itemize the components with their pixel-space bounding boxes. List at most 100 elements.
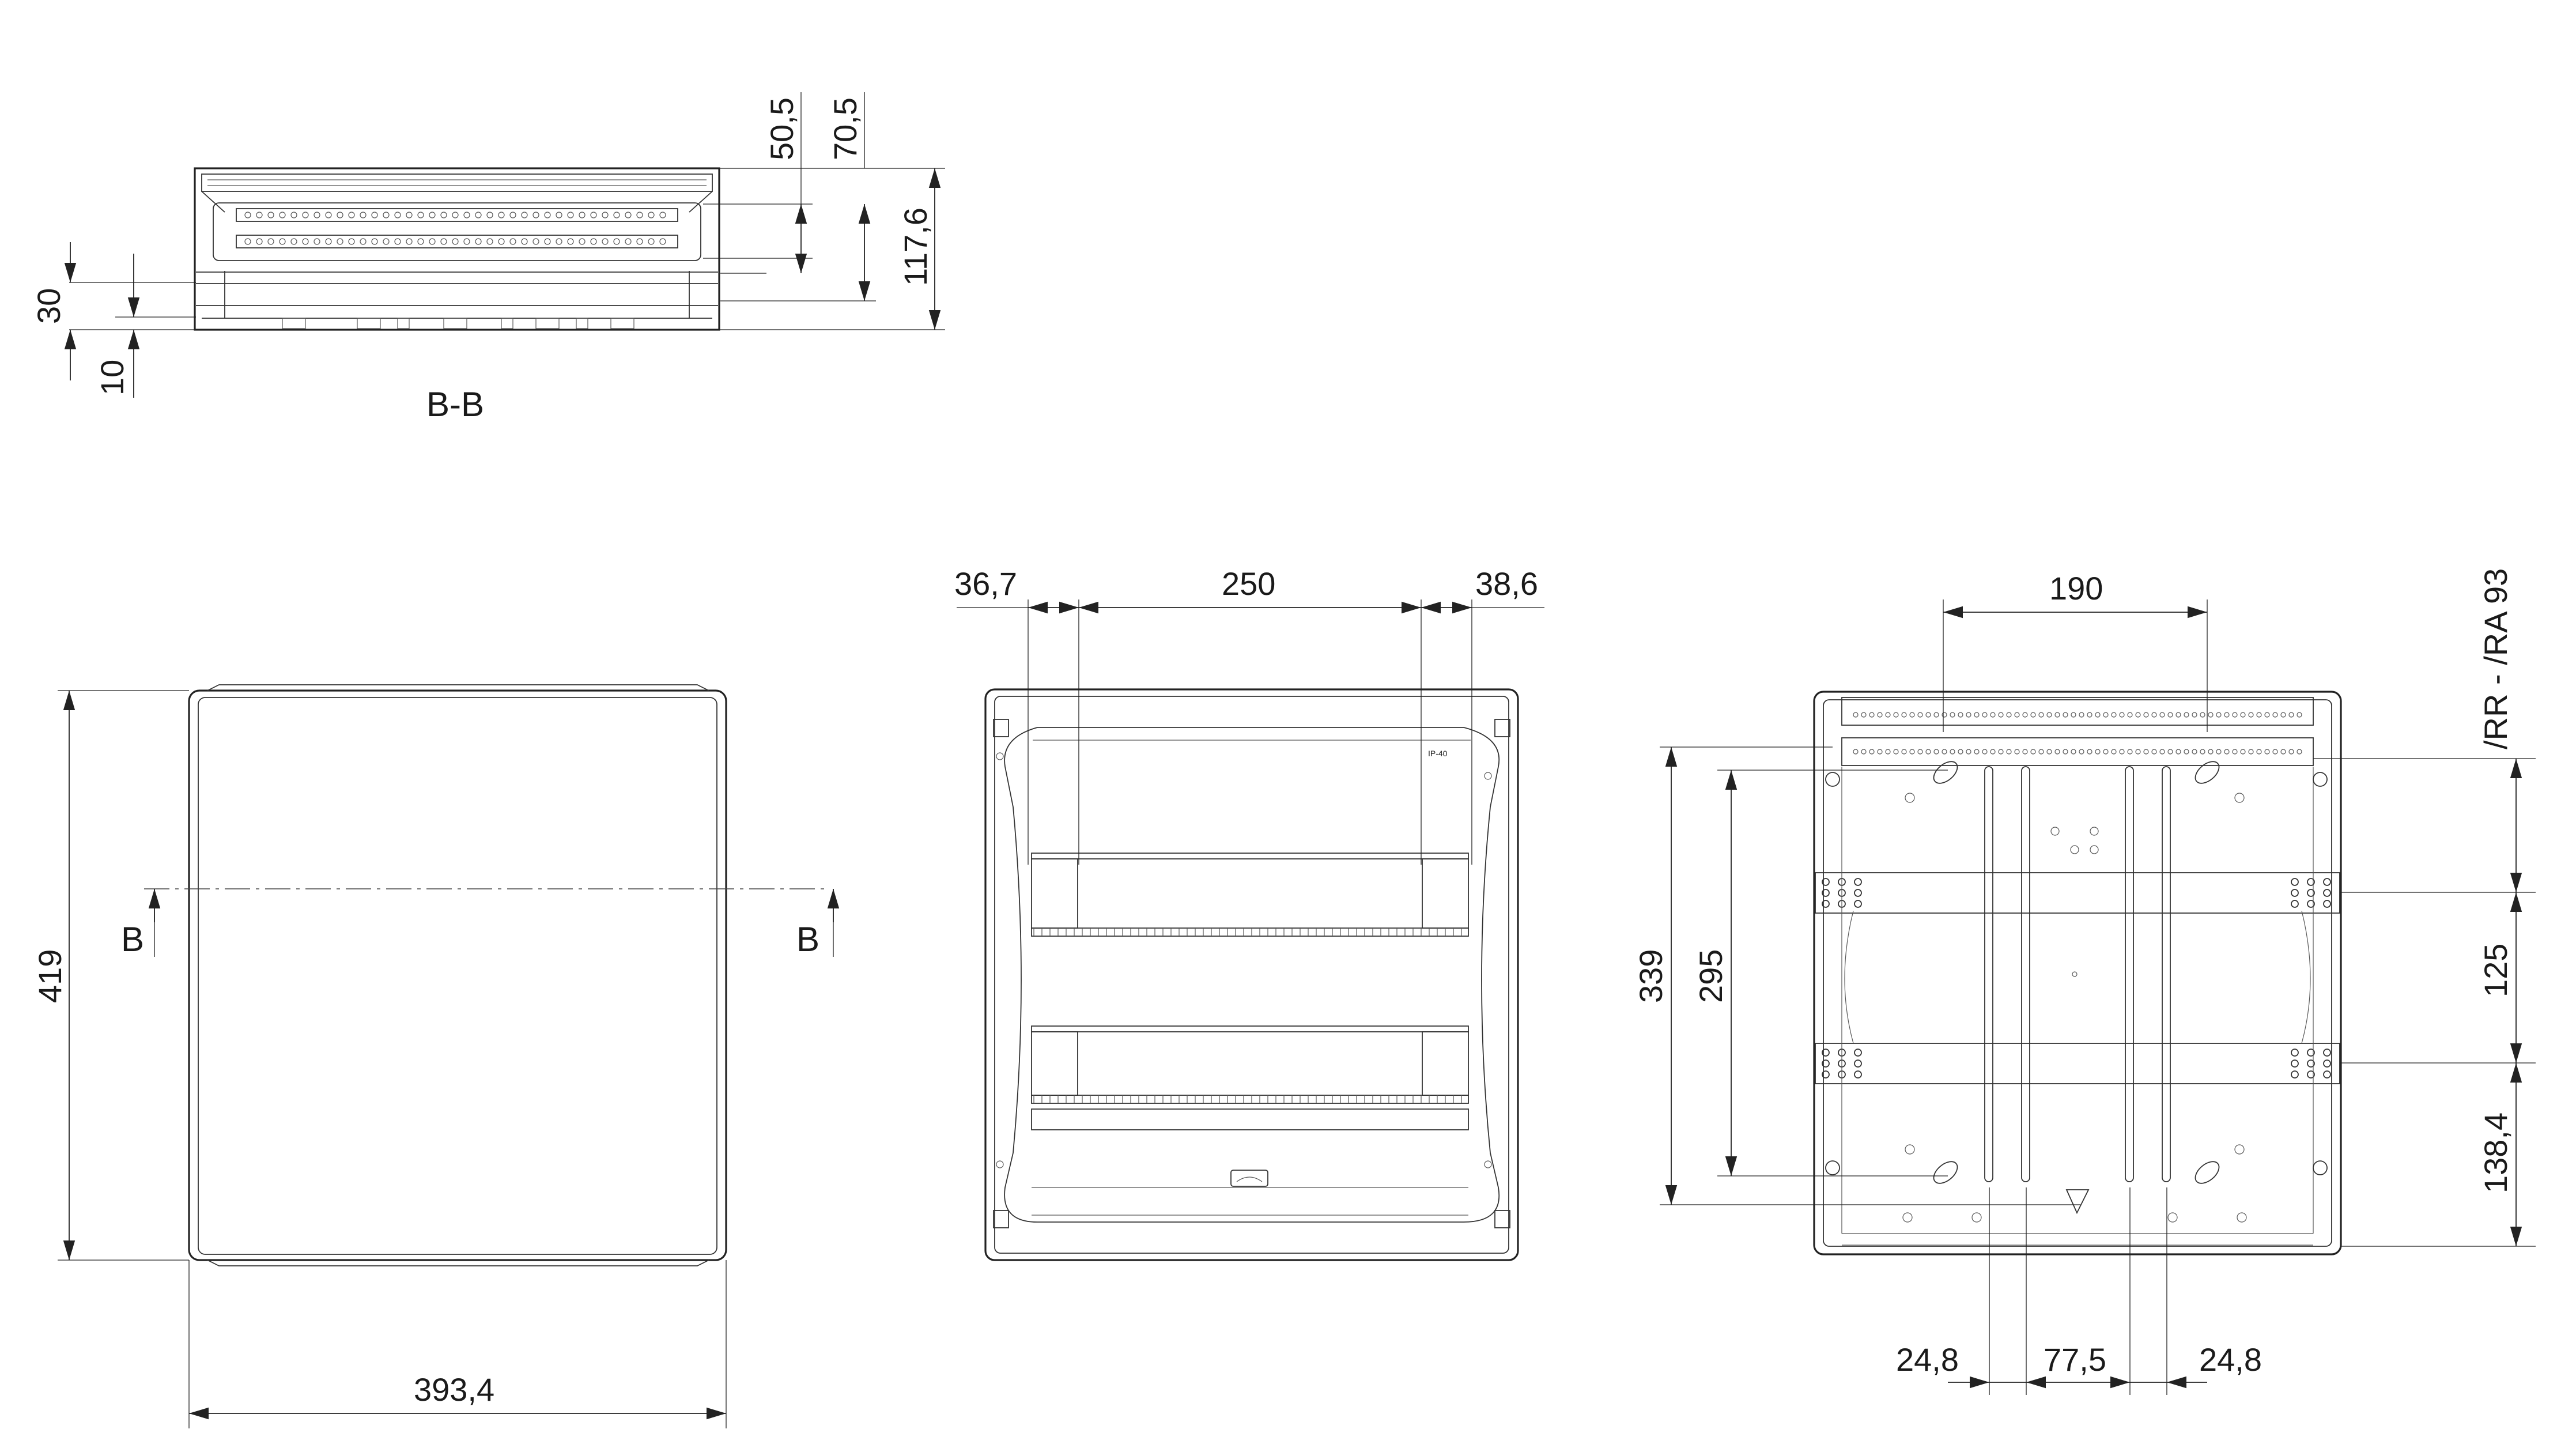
rail-terminal [2272, 712, 2278, 718]
rail-terminal [1998, 749, 2004, 755]
rail-terminal [1958, 749, 1963, 755]
terminal-hole [463, 238, 470, 245]
rail-terminal [1861, 712, 1867, 718]
rail-terminal [2224, 749, 2230, 755]
rail-terminal [2159, 749, 2165, 755]
terminal-hole [521, 212, 528, 218]
mounting-hole [2291, 889, 2299, 897]
terminal-hole [440, 238, 447, 245]
dim-24-8-right: 24,8 [2199, 1341, 2262, 1378]
rail-terminal [2175, 712, 2181, 718]
rail-terminal [2216, 712, 2222, 718]
rail-terminal [1909, 749, 1915, 755]
rail-terminal [1901, 749, 1907, 755]
mounting-hole [2323, 889, 2331, 897]
terminal-hole [406, 238, 413, 245]
terminal-hole [313, 212, 320, 218]
rail-terminal [2264, 749, 2270, 755]
rail-terminal [1966, 712, 1971, 718]
rail-terminal [2184, 749, 2189, 755]
mounting-hole [1822, 878, 1830, 886]
terminal-hole [325, 212, 332, 218]
terminal-hole [337, 212, 343, 218]
rail-terminal [2054, 749, 2060, 755]
mounting-hole [1854, 1049, 1862, 1057]
terminal-hole [383, 212, 390, 218]
rail-terminal [2200, 749, 2205, 755]
mounting-hole [2307, 878, 2315, 886]
mounting-hole [2323, 900, 2331, 908]
rail-terminal [2087, 749, 2092, 755]
rail-terminal [2232, 749, 2238, 755]
dim-36-7: 36,7 [954, 565, 1017, 602]
terminal-hole [429, 212, 436, 218]
terminal-hole [636, 212, 643, 218]
terminal-hole [602, 212, 609, 218]
terminal-hole [659, 212, 666, 218]
rail-terminal [2240, 712, 2246, 718]
rail-terminal [2063, 749, 2068, 755]
terminal-hole [371, 238, 378, 245]
rail-terminal [1982, 712, 1988, 718]
mounting-hole [2307, 900, 2315, 908]
rail-terminal [2159, 712, 2165, 718]
rail-terminal [2208, 749, 2214, 755]
rail-terminal [2297, 712, 2302, 718]
rail-terminal [1998, 712, 2004, 718]
rail-terminal [2280, 712, 2286, 718]
terminal-hole [590, 212, 597, 218]
rail-terminal [1950, 712, 1955, 718]
rail-terminal [2006, 749, 2012, 755]
mounting-hole [2323, 1070, 2331, 1079]
section-title: B-B [426, 385, 484, 424]
rail-terminal [2079, 749, 2084, 755]
rail-terminal [2135, 749, 2141, 755]
rail-terminal [1990, 749, 1996, 755]
mounting-hole [2291, 1070, 2299, 1079]
rail-terminal [1942, 712, 1947, 718]
rail-terminal [2127, 749, 2133, 755]
rail-terminal [2071, 712, 2076, 718]
din-feet [282, 318, 634, 329]
terminal-hole [602, 238, 609, 245]
rail-terminal [2103, 712, 2109, 718]
rail-terminal [2192, 749, 2197, 755]
terminal-hole [498, 212, 505, 218]
terminal-hole [256, 238, 263, 245]
mounting-hole [1822, 1059, 1830, 1068]
terminal-hole [486, 238, 493, 245]
rail-terminal [2200, 712, 2205, 718]
terminal-hole [348, 212, 355, 218]
rail-terminal [1901, 712, 1907, 718]
terminal-hole [556, 238, 562, 245]
rail-terminal [2030, 712, 2036, 718]
rail-variant-note: /RR - /RA 93 [2477, 568, 2514, 749]
dim-117-6: 117,6 [897, 208, 934, 286]
rail-terminal [1933, 749, 1939, 755]
rail-terminal [2272, 749, 2278, 755]
terminal-hole [463, 212, 470, 218]
rail-terminal [2192, 712, 2197, 718]
fixing-points [1825, 772, 2328, 1223]
dim-190: 190 [2049, 570, 2103, 606]
terminal-hole [290, 212, 297, 218]
rail-terminal [2038, 712, 2044, 718]
terminal-rail-bottom [1853, 749, 2302, 755]
rail-terminal [1877, 712, 1883, 718]
rail-terminal [2280, 749, 2286, 755]
rail-terminal [2071, 749, 2076, 755]
rail-terminal [2224, 712, 2230, 718]
rail-terminal [2256, 712, 2262, 718]
dim-10: 10 [94, 360, 130, 395]
terminal-hole [360, 212, 367, 218]
rail-terminal [2079, 712, 2084, 718]
keyhole-slots [1933, 761, 2220, 1215]
mounting-hole [1822, 900, 1830, 908]
mounting-hole [1854, 1059, 1862, 1068]
terminal-hole [290, 238, 297, 245]
rail-terminal [2216, 749, 2222, 755]
rail-terminal [2167, 712, 2173, 718]
terminal-hole [486, 212, 493, 218]
rail-terminal [2127, 712, 2133, 718]
rail-terminal [2038, 749, 2044, 755]
